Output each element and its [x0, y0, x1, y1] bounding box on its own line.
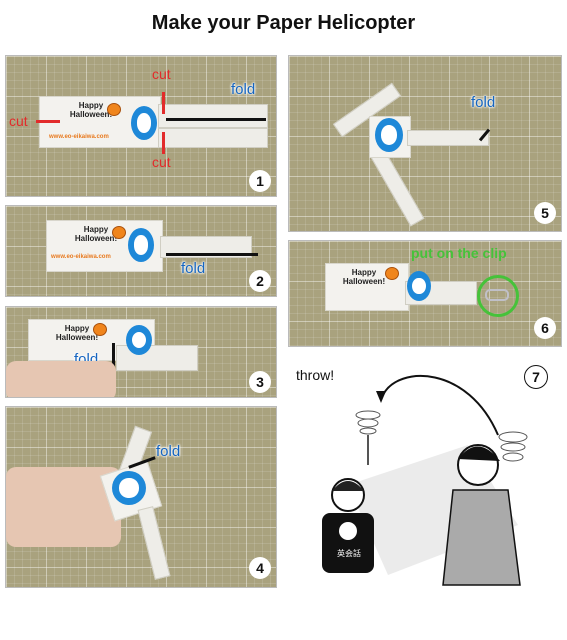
pumpkin-icon — [112, 226, 126, 239]
happy-halloween-text: Happy Halloween! — [74, 225, 118, 243]
rotor-blade-long — [369, 147, 425, 227]
cut-line-bottom — [162, 132, 165, 154]
page-title: Make your Paper Helicopter — [151, 12, 416, 34]
fold-label: fold — [231, 81, 256, 98]
happy-halloween-text: Happy Halloween! — [55, 324, 99, 342]
fold-label: fold — [181, 260, 206, 277]
step-number: 1 — [249, 170, 271, 192]
pumpkin-icon — [385, 267, 399, 280]
eo-logo-icon — [112, 471, 146, 505]
step-4-panel: fold 4 — [5, 406, 277, 588]
website-url: www.eo-eikaiwa.com — [49, 134, 109, 140]
step-1-panel: Happy Halloween! www.eo-eikaiwa.com cut … — [5, 55, 277, 197]
tail-strip — [137, 506, 171, 580]
throw-label: throw! — [296, 367, 335, 383]
paper-strip — [158, 104, 268, 128]
step-6-panel: Happy Halloween! put on the clip 6 — [288, 240, 562, 347]
step-number: 6 — [534, 317, 556, 339]
step-number: 5 — [534, 202, 556, 224]
eo-logo-icon — [131, 106, 157, 140]
pumpkin-icon — [93, 323, 107, 336]
step-5-panel: fold 5 — [288, 55, 562, 232]
shirt-logo-text: 英会話 — [337, 549, 361, 558]
fold-label: fold — [156, 443, 181, 460]
website-url: www.eo-eikaiwa.com — [51, 254, 111, 260]
fold-line — [112, 343, 115, 369]
happy-halloween-text: Happy Halloween! — [342, 268, 386, 286]
happy-halloween-text: Happy Halloween! — [69, 101, 113, 119]
cut-label-left: cut — [9, 113, 28, 129]
throw-arc-illustration — [322, 375, 528, 586]
step-2-panel: Happy Halloween! www.eo-eikaiwa.com fold… — [5, 205, 277, 297]
step-7-illustration: throw! 7 英会話 — [288, 355, 560, 625]
eo-logo-icon — [375, 118, 403, 152]
step-number: 2 — [249, 270, 271, 292]
eo-logo-icon — [407, 271, 431, 301]
hand-image — [6, 361, 116, 397]
step-3-panel: Happy Halloween! fold 3 — [5, 306, 277, 398]
pumpkin-icon — [107, 103, 121, 116]
paper-clip-icon — [485, 289, 509, 301]
step-number: 4 — [249, 557, 271, 579]
tail-strip — [407, 130, 489, 146]
step-number: 7 — [524, 365, 548, 389]
clip-highlight-circle — [477, 275, 519, 317]
fold-label: fold — [471, 94, 496, 111]
cut-label-top: cut — [152, 66, 171, 82]
paper-strip — [160, 236, 252, 258]
paper-strip-lower — [158, 128, 268, 148]
clip-label: put on the clip — [411, 245, 507, 261]
eo-logo-icon — [126, 325, 152, 355]
eo-logo-icon — [128, 228, 154, 262]
cut-line-left — [36, 120, 60, 123]
step-number: 3 — [249, 371, 271, 393]
fold-line — [166, 118, 266, 121]
fold-line — [166, 253, 258, 256]
cut-line-top — [162, 92, 165, 114]
cut-label-bottom: cut — [152, 154, 171, 170]
